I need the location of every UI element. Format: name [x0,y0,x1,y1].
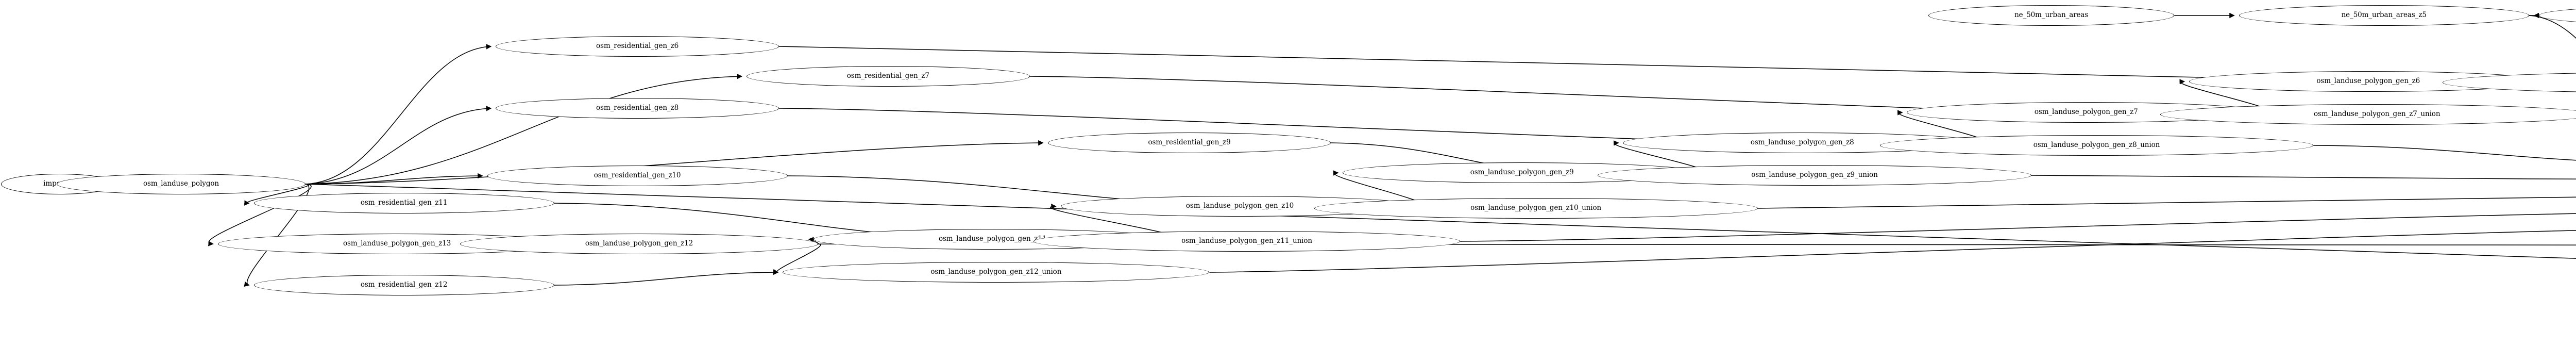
graph-node-label: ne_50m_urban_areas [2014,11,2089,20]
graph-node-label: osm_residential_gen_z8 [596,104,679,112]
graph-node-osm-residential-gen-z10[interactable]: osm_residential_gen_z10 [487,166,788,186]
graph-node-label: osm_residential_gen_z9 [1148,138,1231,147]
graph-node-osm-landuse-polygon-gen-z12-union[interactable]: osm_landuse_polygon_gen_z12_union [783,262,1210,283]
graph-node-osm-landuse-polygon[interactable]: osm_landuse_polygon [56,174,306,194]
graph-node-osm-landuse-polygon-gen-z8-union[interactable]: osm_landuse_polygon_gen_z8_union [1879,135,2314,156]
graph-node-label: osm_landuse_polygon_gen_z9 [1470,168,1574,177]
graph-node-label: osm_landuse_polygon_gen_z11 [938,235,1047,243]
graph-node-label: osm_residential_gen_z10 [594,171,681,180]
graph-node-osm-residential-gen-z11[interactable]: osm_residential_gen_z11 [253,193,554,213]
graph-node-label: osm_landuse_polygon_gen_z6 [2316,77,2420,86]
graph-node-osm-residential-gen-z7[interactable]: osm_residential_gen_z7 [746,66,1030,87]
graph-node-label: osm_landuse_polygon_gen_z12_union [930,268,1062,276]
graph-node-ne-50m-urban-areas-gen-z4[interactable]: ne_50m_urban_areas_gen_z4 [2538,5,2576,26]
graph-node-ne-50m-urban-areas-z5[interactable]: ne_50m_urban_areas_z5 [2239,5,2529,26]
graph-node-osm-residential-gen-z6[interactable]: osm_residential_gen_z6 [496,36,779,57]
graph-node-osm-landuse-polygon-gen-z9-union[interactable]: osm_landuse_polygon_gen_z9_union [1598,165,2031,186]
graph-node-label: osm_landuse_polygon_gen_z11_union [1181,237,1313,245]
graph-node-label: osm_landuse_polygon_gen_z10 [1185,202,1294,210]
graph-node-label: osm_landuse_polygon [143,179,219,188]
graph-node-label: osm_residential_gen_z11 [360,199,448,207]
graph-node-osm-residential-gen-z8[interactable]: osm_residential_gen_z8 [496,98,779,119]
graph-node-label: ne_50m_urban_areas_z5 [2341,11,2427,20]
graph-node-label: osm_residential_gen_z12 [360,281,448,289]
graph-node-label: osm_landuse_polygon_gen_z7 [2034,108,2138,117]
graph-node-label: osm_landuse_polygon_gen_z8 [1750,138,1854,147]
graph-node-osm-landuse-polygon-gen-z7-union[interactable]: osm_landuse_polygon_gen_z7_union [2160,104,2576,125]
graph-node-osm-landuse-polygon-gen-z10-union[interactable]: osm_landuse_polygon_gen_z10_union [1314,198,1758,219]
graph-node-label: osm_residential_gen_z6 [596,42,679,51]
graph-node-label: osm_landuse_polygon_gen_z9_union [1751,171,1878,179]
graph-node-label: osm_landuse_polygon_gen_z7_union [2313,110,2441,119]
graph-node-osm-landuse-polygon-gen-z11-union[interactable]: osm_landuse_polygon_gen_z11_union [1033,231,1461,252]
graph-node-label: osm_landuse_polygon_gen_z10_union [1470,204,1602,212]
graph-node-label: osm_landuse_polygon_gen_z13 [343,239,451,248]
graph-node-label: osm_residential_gen_z7 [846,72,929,80]
graph-node-ne-50m-urban-areas[interactable]: ne_50m_urban_areas [1928,5,2175,26]
graph-node-osm-residential-gen-z12[interactable]: osm_residential_gen_z12 [253,275,554,295]
graph-node-label: osm_landuse_polygon_gen_z12 [585,239,693,248]
graph-node-osm-residential-gen-z9[interactable]: osm_residential_gen_z9 [1047,133,1331,153]
graph-node-label: osm_landuse_polygon_gen_z8_union [2033,141,2160,150]
graph-node-osm-landuse-polygon-gen-z12[interactable]: osm_landuse_polygon_gen_z12 [460,234,819,254]
